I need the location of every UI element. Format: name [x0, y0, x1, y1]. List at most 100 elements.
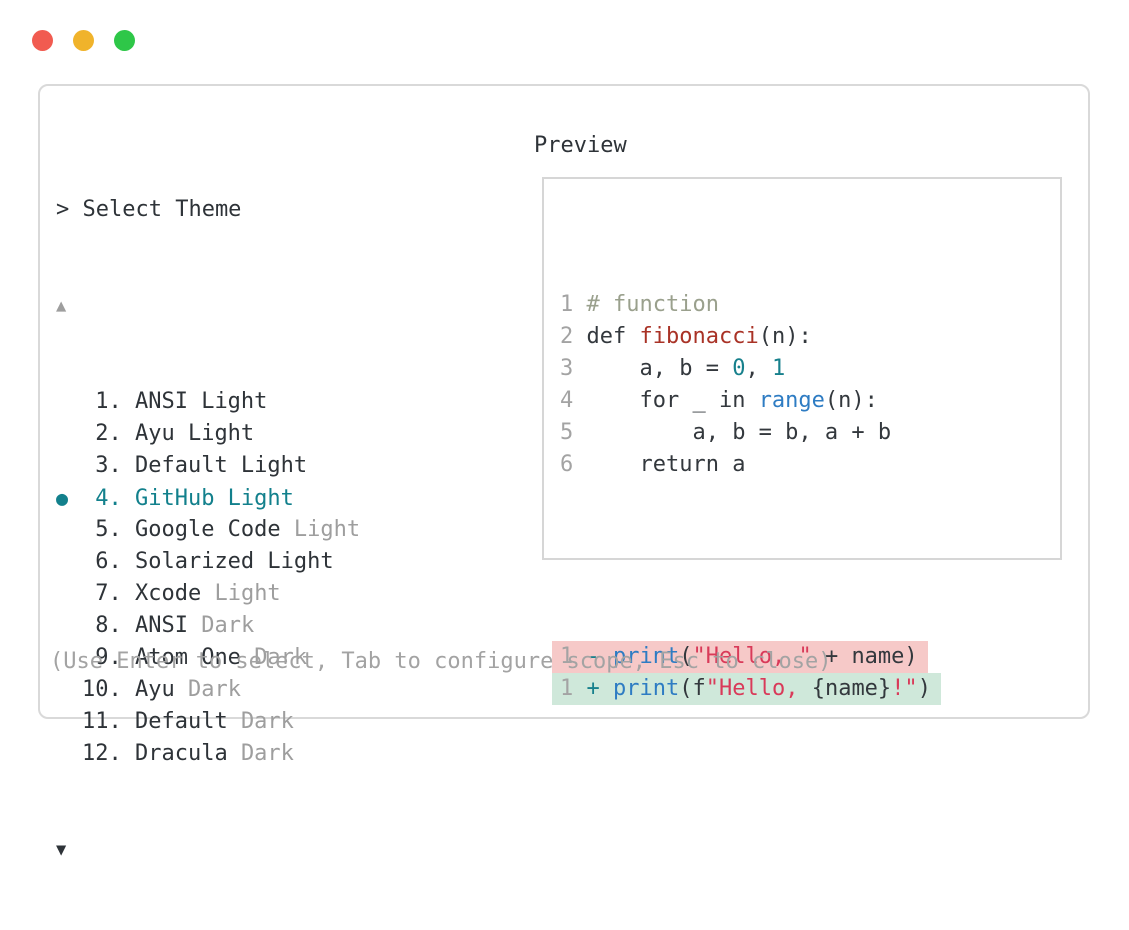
token-string: !" [891, 676, 918, 701]
token-text: + name) [811, 644, 918, 669]
scroll-down-icon[interactable]: ▼ [56, 840, 67, 860]
theme-item-2[interactable]: 2. Ayu Light [56, 418, 360, 450]
theme-item-8[interactable]: 8. ANSI Dark [56, 610, 360, 642]
theme-item-9[interactable]: 9. Atom One Dark [56, 642, 360, 674]
theme-number: 2. [95, 421, 122, 446]
code-line: 6 return a [560, 449, 941, 481]
diff-highlight-added: 1 + print(f"Hello, {name}!") [552, 673, 941, 705]
token-text: (n): [758, 324, 812, 349]
theme-variant: Light [214, 581, 281, 606]
preview-title: Preview [534, 133, 627, 158]
theme-number: 9. [95, 645, 122, 670]
theme-selector-column: > Select Theme ▲ 1. ANSI Light 2. Ayu Light… [56, 130, 360, 930]
theme-item-7[interactable]: 7.Xcode Light [56, 578, 360, 610]
token-text: for _ in [573, 388, 759, 413]
theme-number: 12. [82, 741, 122, 766]
theme-name: Atom One [134, 645, 255, 670]
selected-bullet-icon: ● [56, 486, 69, 510]
token-text: (n): [824, 388, 878, 413]
theme-number: 1. [95, 389, 122, 414]
token-sign: - [586, 644, 600, 669]
token-comment: # function [586, 292, 719, 317]
theme-item-10[interactable]: 10. Ayu Dark [56, 674, 360, 706]
token-text: (f [679, 676, 706, 701]
token-sign: + [586, 676, 600, 701]
theme-variant: Dark [187, 677, 241, 702]
token-num: 0 [732, 356, 746, 381]
token-text: ( [679, 644, 693, 669]
token-call: print [613, 676, 680, 701]
theme-name: ANSI Light [134, 389, 268, 414]
token-text [600, 676, 613, 701]
code-line: 5 a, b = b, a + b [560, 417, 941, 449]
theme-variant: Dark [240, 741, 294, 766]
token-func: fibonacci [639, 324, 759, 349]
token-linenum: 1 [560, 676, 574, 701]
theme-number: 11. [82, 709, 122, 734]
code-line: 3 a, b = 0, 1 [560, 353, 941, 385]
theme-name: GitHub Light [134, 486, 294, 511]
token-linenum: 3 [560, 356, 574, 381]
token-linenum: 6 [560, 452, 574, 477]
token-string: "Hello, " [692, 644, 812, 669]
theme-item-11[interactable]: 11. Default Dark [56, 706, 360, 738]
close-button[interactable] [32, 30, 53, 51]
theme-name: Default [134, 709, 241, 734]
theme-number: 4. [95, 486, 122, 511]
select-theme-prompt: > Select Theme [56, 197, 242, 222]
maximize-button[interactable] [114, 30, 135, 51]
theme-number: 5. [95, 517, 122, 542]
theme-number: 10. [82, 677, 122, 702]
theme-number: 8. [95, 613, 122, 638]
theme-item-3[interactable]: 3. Default Light [56, 450, 360, 482]
theme-item-6[interactable]: 6. Solarized Light [56, 546, 360, 578]
diff-lines: 1 - print("Hello, " + name)1 + print(f"H… [552, 641, 941, 705]
token-linenum: 5 [560, 420, 574, 445]
theme-item-1[interactable]: 1. ANSI Light [56, 386, 360, 418]
theme-number: 6. [95, 549, 122, 574]
token-call: print [613, 644, 680, 669]
token-text: {name} [811, 676, 892, 701]
diff-highlight-removed: 1 - print("Hello, " + name) [552, 641, 928, 673]
theme-name: Ayu [134, 677, 188, 702]
theme-list: 1. ANSI Light 2. Ayu Light 3. Default Light ● 4… [56, 386, 360, 770]
token-text: , [745, 356, 772, 381]
theme-picker-panel: > Select Theme ▲ 1. ANSI Light 2. Ayu Light… [38, 84, 1090, 860]
token-text: return a [573, 452, 746, 477]
token-text: a, b = [573, 356, 733, 381]
minimize-button[interactable] [73, 30, 94, 51]
theme-name: Google Code [134, 517, 294, 542]
token-string: "Hello, [705, 676, 812, 701]
token-linenum: 4 [560, 388, 574, 413]
token-num: 1 [771, 356, 786, 381]
token-linenum: 1 [560, 644, 574, 669]
code-line: 2 def fibonacci(n): [560, 321, 941, 353]
theme-variant: Dark [201, 613, 255, 638]
theme-name: Solarized Light [134, 549, 334, 574]
theme-name: Xcode [134, 581, 215, 606]
theme-name: ANSI [134, 613, 202, 638]
theme-variant: Dark [240, 709, 294, 734]
theme-variant: Light [293, 517, 361, 542]
token-text: a, b = b, a + b [573, 420, 892, 445]
theme-name: Ayu Light [134, 421, 255, 446]
theme-name: Default Light [134, 453, 308, 478]
token-text: def [573, 324, 640, 349]
help-text: (Use Enter to select, Tab to configure s… [50, 649, 832, 674]
scroll-up-icon[interactable]: ▲ [56, 296, 67, 316]
theme-item-5[interactable]: 5. Google Code Light [56, 514, 360, 546]
code-line: 4 for _ in range(n): [560, 385, 941, 417]
theme-item-12[interactable]: 12. Dracula Dark [56, 738, 360, 770]
theme-number: 3. [95, 453, 122, 478]
theme-variant: Dark [254, 645, 308, 670]
theme-item-4[interactable]: ● 4. GitHub Light [56, 482, 360, 514]
code-line: 1 # function [560, 289, 941, 321]
theme-name: Dracula [134, 741, 241, 766]
token-text: ) [917, 676, 931, 701]
token-text [573, 676, 586, 701]
token-text [573, 292, 586, 317]
diff-line-added: 1 + print(f"Hello, {name}!") [552, 673, 941, 705]
